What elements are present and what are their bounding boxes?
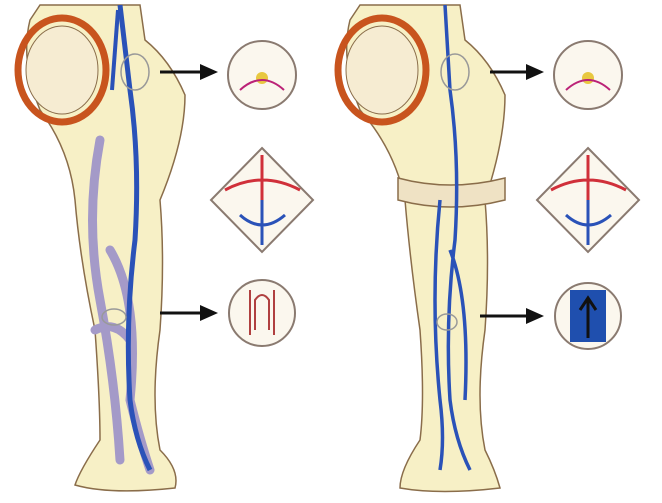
left-spine <box>110 9 120 91</box>
right-arrows <box>480 64 544 324</box>
right-pelvic-highlight <box>440 53 470 91</box>
left-fetus <box>25 25 99 115</box>
left-main-vein <box>117 4 153 472</box>
right-insets <box>535 40 641 350</box>
right-fetus <box>345 25 419 115</box>
left-valve-inset <box>228 279 296 347</box>
left-arrows <box>160 64 218 321</box>
left-insets <box>209 40 315 347</box>
left-valve-highlight <box>101 308 127 326</box>
stocking-band <box>397 177 506 208</box>
right-veins <box>433 4 472 471</box>
right-leg-figure <box>334 4 506 493</box>
right-valve-highlight <box>436 313 458 331</box>
left-uterus <box>14 14 110 126</box>
left-pelvic-highlight <box>120 53 150 91</box>
left-leg-figure <box>14 4 186 492</box>
right-uterus <box>334 14 430 126</box>
left-leg-outline <box>25 4 186 492</box>
